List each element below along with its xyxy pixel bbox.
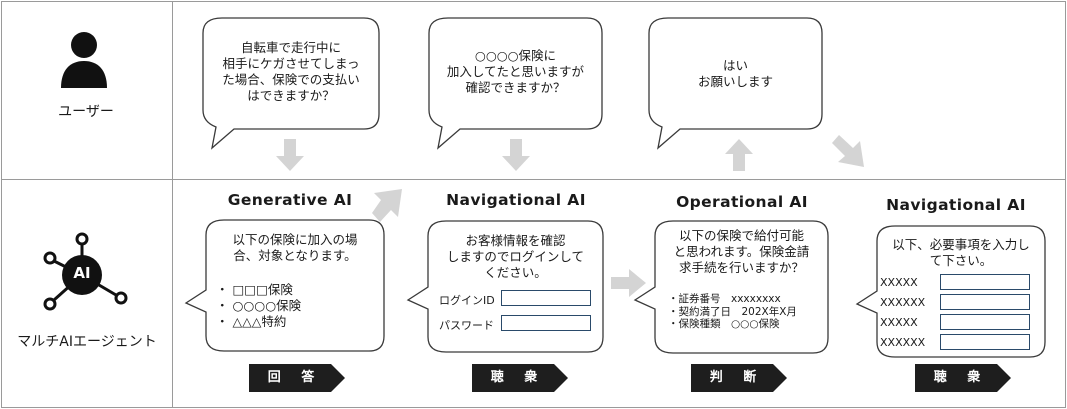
- form-field-input[interactable]: [940, 314, 1030, 330]
- user-bubble-2-text: ○○○○保険に 加入してたと思いますが 確認できますか？: [446, 48, 585, 95]
- login-id-label: ログインID: [439, 294, 495, 307]
- user-bubble-1: [202, 17, 380, 150]
- ai-agent-icon: [43, 232, 128, 311]
- form-field-input[interactable]: [940, 294, 1030, 310]
- list-item: ・ △△△特約: [216, 314, 287, 329]
- list-item: ・ □□□保険: [216, 282, 293, 297]
- list-item: ・ ○○○○保険: [216, 298, 302, 313]
- arrow-diag-down-right: [832, 135, 864, 167]
- form-field-label: XXXXXX: [880, 296, 926, 309]
- ai-title-navigational-1: Navigational AI: [446, 191, 586, 209]
- ai-title-generative: Generative AI: [227, 191, 353, 209]
- ai-bubble-3: [633, 220, 829, 354]
- arrow-diag-up-right: [372, 189, 402, 222]
- vertical-divider: [172, 1, 173, 407]
- ai-icon-text: AI: [73, 264, 91, 282]
- insurance-list: ・ □□□保険 ・ ○○○○保険 ・ △△△特約: [216, 282, 301, 330]
- user-bubble-3: [648, 17, 823, 150]
- form-field-label: XXXXX: [880, 316, 918, 329]
- tag-listen-1: 聴 衆: [472, 364, 568, 392]
- tag-listen-2: 聴 衆: [915, 364, 1011, 392]
- tag-judge: 判 断: [691, 364, 787, 392]
- ai-bubble-1-text: 以下の保険に加入の場 合、対象となります。: [232, 232, 358, 263]
- user-bubble-2: [428, 17, 603, 150]
- tag-answer: 回 答: [249, 364, 345, 392]
- arrow-right: [611, 269, 646, 297]
- ai-bubble-1: [184, 219, 385, 352]
- arrow-down-1: [276, 139, 304, 171]
- arrow-up: [725, 139, 753, 171]
- user-label: ユーザー: [58, 104, 114, 120]
- user-bubble-1-text: 自転車で走行中に 相手にケガさせてしまっ た場合、保険での支払い はできますか？: [222, 40, 360, 103]
- horizontal-divider: [1, 179, 1065, 180]
- ai-title-operational: Operational AI: [676, 193, 808, 211]
- form-field-input[interactable]: [940, 334, 1030, 350]
- ai-bubble-4-text: 以下、必要事項を入力し て下さい。: [892, 237, 1030, 268]
- form-field-label: XXXXX: [880, 276, 918, 289]
- user-bubble-3-text: はい お願いします: [697, 58, 773, 89]
- arrow-down-2: [502, 139, 530, 171]
- password-label: パスワード: [439, 319, 494, 332]
- policy-details: ・証券番号 xxxxxxxx ・契約満了日 202X年X月 ・保険種類 ○○○保…: [668, 293, 797, 330]
- ai-title-navigational-2: Navigational AI: [886, 196, 1026, 214]
- password-field[interactable]: [501, 315, 591, 331]
- user-icon: [61, 32, 107, 88]
- ai-bubble-3-text: 以下の保険で給付可能 と思われます。保険金請 求手続を行いますか？: [673, 228, 810, 275]
- agent-label: マルチAIエージェント: [17, 334, 157, 350]
- form-field-input[interactable]: [940, 274, 1030, 290]
- form-field-label: XXXXXX: [880, 336, 926, 349]
- login-id-field[interactable]: [501, 290, 591, 306]
- ai-bubble-2-text: お客様情報を確認 しますのでログインして ください。: [446, 233, 585, 280]
